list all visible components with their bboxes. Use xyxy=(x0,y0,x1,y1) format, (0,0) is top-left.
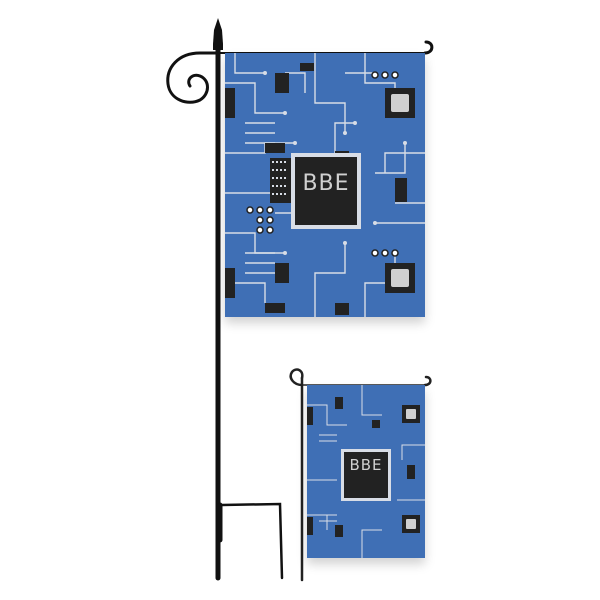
large-garden-flag: BBE xyxy=(225,53,425,317)
monogram-text: BBE xyxy=(302,171,350,196)
circuit-pattern xyxy=(307,385,425,558)
circuit-pattern xyxy=(225,53,425,317)
monogram-text: BBE xyxy=(349,456,383,474)
small-garden-flag: BBE xyxy=(307,385,425,558)
